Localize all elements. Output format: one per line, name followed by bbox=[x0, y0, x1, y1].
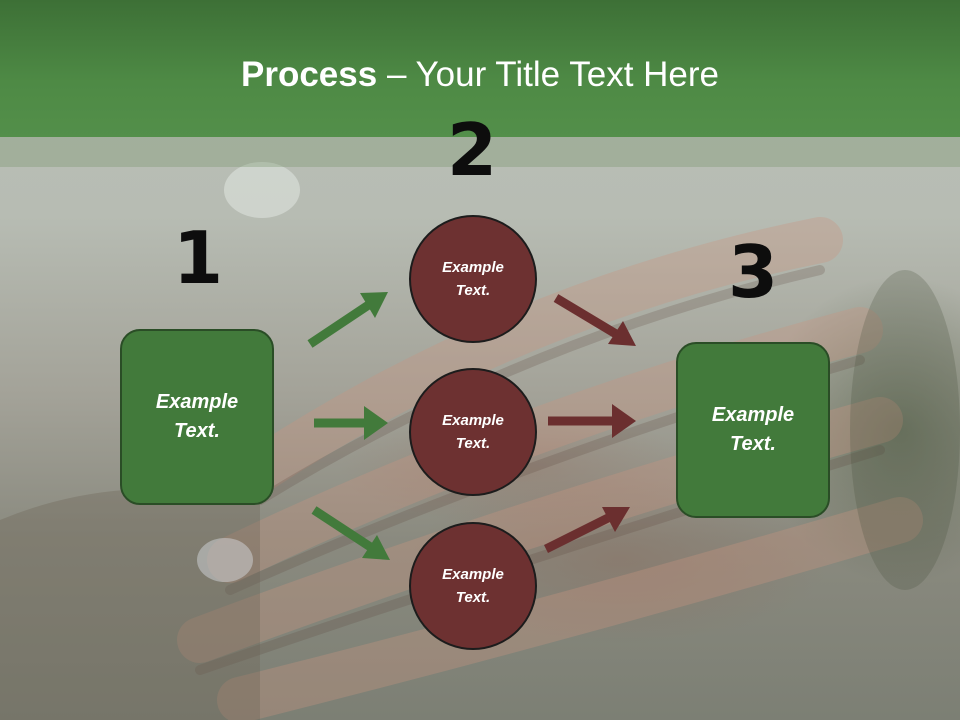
step-number-1: 1 bbox=[172, 216, 224, 300]
title-band-shadow bbox=[0, 137, 960, 167]
circle-middle-text: Example Text. bbox=[442, 412, 504, 452]
circle-top-text: Example Text. bbox=[442, 259, 504, 299]
step-number-3: 3 bbox=[727, 230, 779, 314]
right-step-box: Example Text. bbox=[676, 342, 830, 518]
title-band bbox=[0, 0, 960, 137]
red-arrow-down bbox=[553, 294, 636, 346]
circle-bottom: Example Text. bbox=[409, 522, 537, 650]
left-step-text: Example Text. bbox=[155, 391, 239, 442]
slide-title: Process – Your Title Text Here bbox=[0, 50, 960, 100]
title-bold: Process bbox=[241, 55, 378, 94]
right-step-text: Example Text. bbox=[711, 404, 795, 455]
step-number-2: 2 bbox=[446, 108, 498, 192]
circle-bottom-text: Example Text. bbox=[442, 566, 504, 606]
circle-top: Example Text. bbox=[409, 215, 537, 343]
red-arrow-up bbox=[543, 507, 630, 554]
green-arrow-up bbox=[307, 292, 388, 348]
circle-middle: Example Text. bbox=[409, 368, 537, 496]
left-step-box: Example Text. bbox=[120, 329, 274, 505]
red-arrow-right bbox=[548, 404, 636, 438]
green-arrow-right bbox=[314, 406, 388, 440]
green-arrow-down bbox=[311, 506, 390, 560]
title-rest: – Your Title Text Here bbox=[377, 55, 719, 94]
